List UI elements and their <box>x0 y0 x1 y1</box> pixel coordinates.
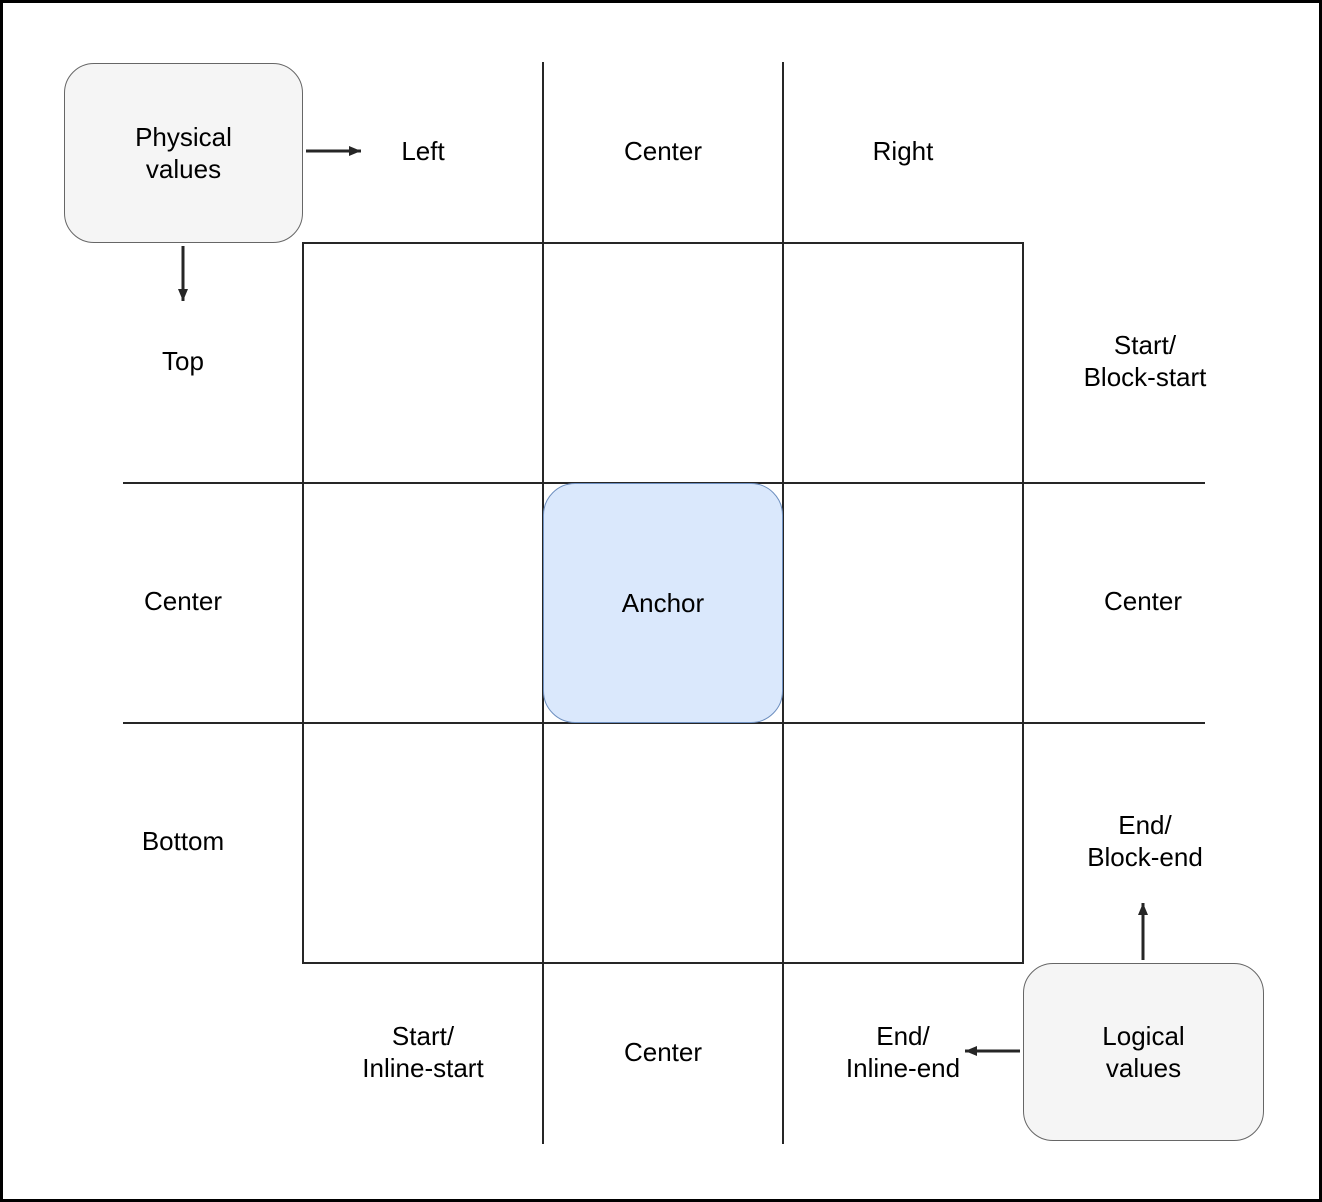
label-bottom-center: Center <box>623 1037 703 1067</box>
label-top: Top <box>162 346 204 376</box>
physical-values-box: Physical values <box>64 63 303 243</box>
label-top-center: Center <box>623 136 703 166</box>
label-right: Right <box>872 136 934 166</box>
containing-block-outline <box>302 242 1024 964</box>
label-bottom: Bottom <box>141 826 225 856</box>
anchor-box: Anchor <box>543 483 783 723</box>
logical-values-box: Logical values <box>1023 963 1264 1141</box>
label-end-inline-end: End/ Inline-end <box>845 1021 961 1083</box>
label-end-block-end: End/ Block-end <box>1087 810 1203 872</box>
label-start-inline-start: Start/ Inline-start <box>362 1021 484 1083</box>
label-start-block-start: Start/ Block-start <box>1083 330 1207 392</box>
label-center-right: Center <box>1103 586 1183 616</box>
label-left: Left <box>401 136 445 166</box>
label-center-left: Center <box>143 586 223 616</box>
